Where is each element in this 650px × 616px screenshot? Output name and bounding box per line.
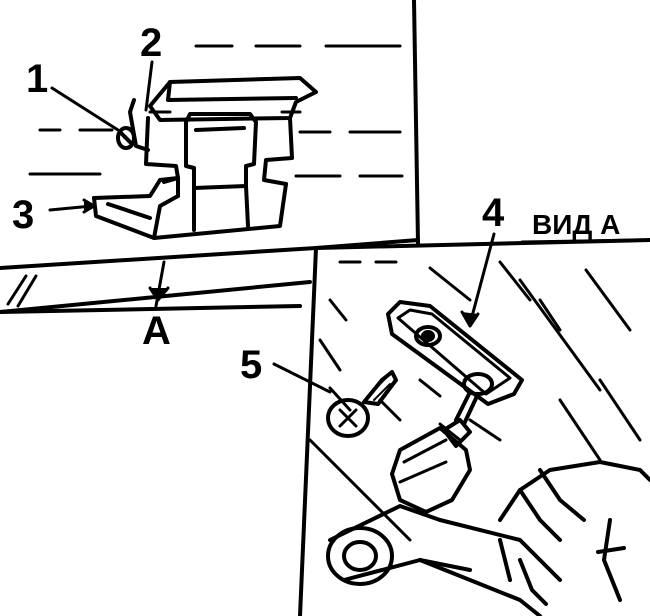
- screw: [326, 370, 398, 438]
- label-part-4: 4: [482, 191, 505, 235]
- label-part-5: 5: [240, 343, 262, 387]
- inset-leader-lines: [272, 232, 496, 394]
- leader-1: [50, 86, 120, 132]
- label-view-title: ВИД А: [532, 209, 620, 240]
- hand: [498, 460, 650, 606]
- leader-2: [144, 60, 154, 112]
- sill-lines: [0, 238, 420, 314]
- ratchet-wrench: [326, 390, 562, 616]
- latch-assembly: [92, 76, 318, 240]
- inset-view-a: [272, 232, 650, 616]
- label-part-3: 3: [12, 193, 34, 237]
- inset-frame: [298, 238, 650, 616]
- view-title-underline: [520, 238, 642, 244]
- label-part-1: 1: [26, 57, 48, 101]
- label-part-2: 2: [140, 21, 162, 65]
- striker-plate: [386, 300, 524, 406]
- view-arrow-a: [148, 260, 170, 308]
- leader-4: [468, 232, 496, 326]
- leader-5: [272, 362, 332, 394]
- leader-lines: [48, 60, 154, 214]
- main-view: [0, 0, 420, 314]
- panel-vertical-edge: [412, 0, 420, 245]
- inset-dashed-lines: [318, 260, 642, 462]
- label-view-arrow-a: A: [142, 309, 171, 353]
